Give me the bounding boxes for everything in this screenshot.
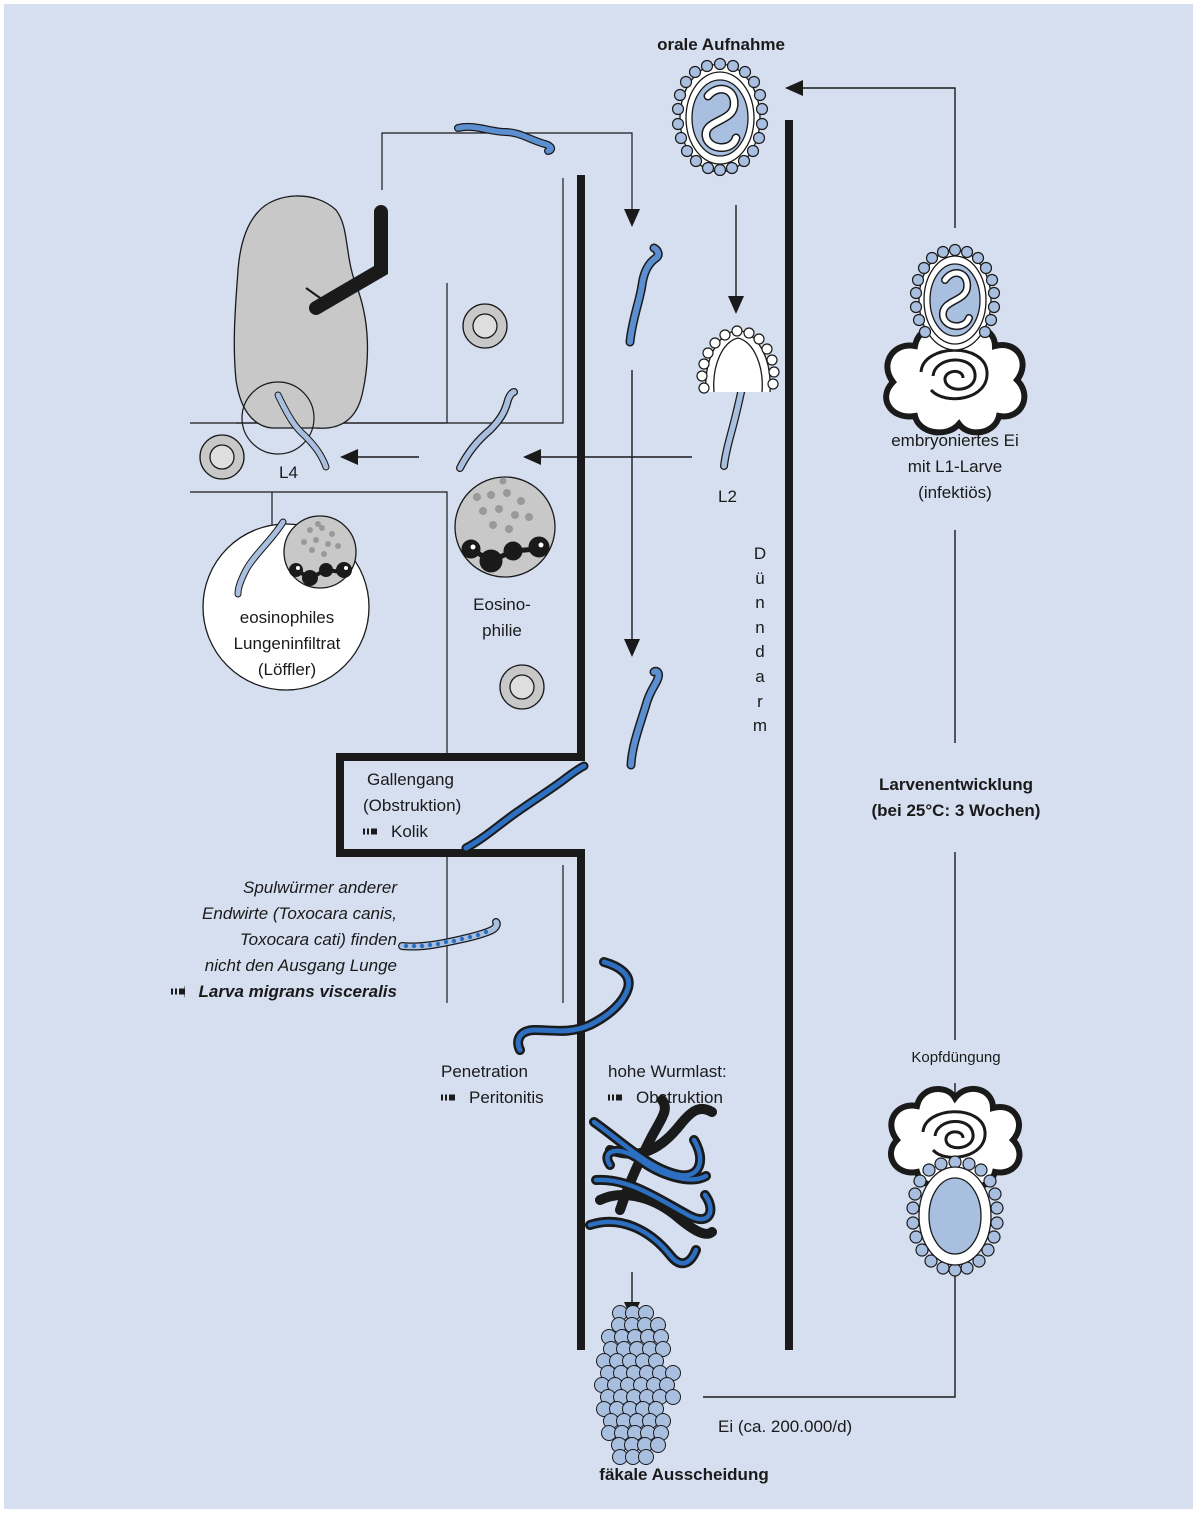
fecal-excretion-label: fäkale Ausscheidung — [599, 1465, 769, 1484]
egg-output-label: Ei (ca. 200.000/d) — [718, 1417, 853, 1436]
eosinophilia-label: Eosino- philie — [473, 595, 531, 640]
worm-icon — [275, 392, 329, 470]
larval-development-label: Larvenentwicklung (bei 25°C: 3 Wochen) — [871, 775, 1041, 820]
toxocara-note: Spulwürmer anderer Endwirte (Toxocara ca… — [170, 875, 397, 1005]
cell-icon — [199, 434, 245, 480]
small-intestine-letter: ü — [755, 568, 765, 588]
egg-cluster — [594, 1305, 681, 1465]
oral-intake-label: orale Aufnahme — [657, 35, 785, 54]
small-intestine-letter: n — [755, 617, 765, 637]
l4-label: L4 — [279, 463, 298, 482]
eosinophil-icon — [283, 515, 357, 589]
egg-icon — [909, 243, 1001, 351]
small-intestine-letter: d — [755, 642, 765, 662]
worm-icon — [456, 388, 518, 472]
egg-cluster-item — [638, 1449, 654, 1465]
worm-icon — [626, 666, 663, 770]
high-worm-load-label: hohe Wurmlast: Obstruktion — [608, 1062, 727, 1107]
bile-duct-label: Gallengang (Obstruktion) Kolik — [363, 770, 462, 841]
embryonated-egg-label: embryoniertes Ei mit L1-Larve (infektiös… — [891, 431, 1019, 502]
worm-icon — [625, 243, 663, 347]
l2-label: L2 — [718, 487, 737, 506]
cell-icon — [499, 664, 545, 710]
penetration-label: Penetration Peritonitis — [441, 1062, 544, 1107]
egg-cluster-item — [665, 1389, 681, 1405]
worm-icon — [454, 122, 556, 155]
worm-icon — [513, 957, 634, 1055]
background-panel — [4, 4, 1193, 1509]
intestine-wall — [336, 120, 793, 1350]
worm-icon — [398, 918, 501, 951]
egg-cluster-item — [650, 1437, 666, 1453]
eosinophil-icon — [454, 476, 556, 578]
lung-infiltrate-label: eosinophiles Lungeninfiltrat (Löffler) — [233, 608, 341, 679]
worm-icon — [461, 761, 589, 853]
egg-cluster-item — [655, 1341, 671, 1357]
implies-arrow-icon — [363, 825, 385, 838]
small-intestine-letter: D — [753, 544, 767, 563]
small-intestine-letter: r — [757, 691, 763, 711]
feces-icon — [883, 324, 1028, 436]
small-intestine-letter: a — [755, 666, 765, 686]
implies-arrow-icon — [170, 985, 193, 998]
cell-icon — [462, 303, 508, 349]
implies-arrow-icon — [608, 1091, 630, 1104]
small-intestine-letter: n — [755, 593, 765, 613]
lung-icon — [233, 195, 388, 455]
head-fertilization-label: Kopfdüngung — [911, 1049, 1001, 1066]
egg-icon — [696, 325, 780, 394]
implies-arrow-icon — [441, 1091, 463, 1104]
worm-ball — [585, 1095, 717, 1269]
egg-icon — [671, 57, 769, 177]
small-intestine-letter: m — [752, 716, 768, 736]
egg-icon — [906, 1155, 1004, 1277]
